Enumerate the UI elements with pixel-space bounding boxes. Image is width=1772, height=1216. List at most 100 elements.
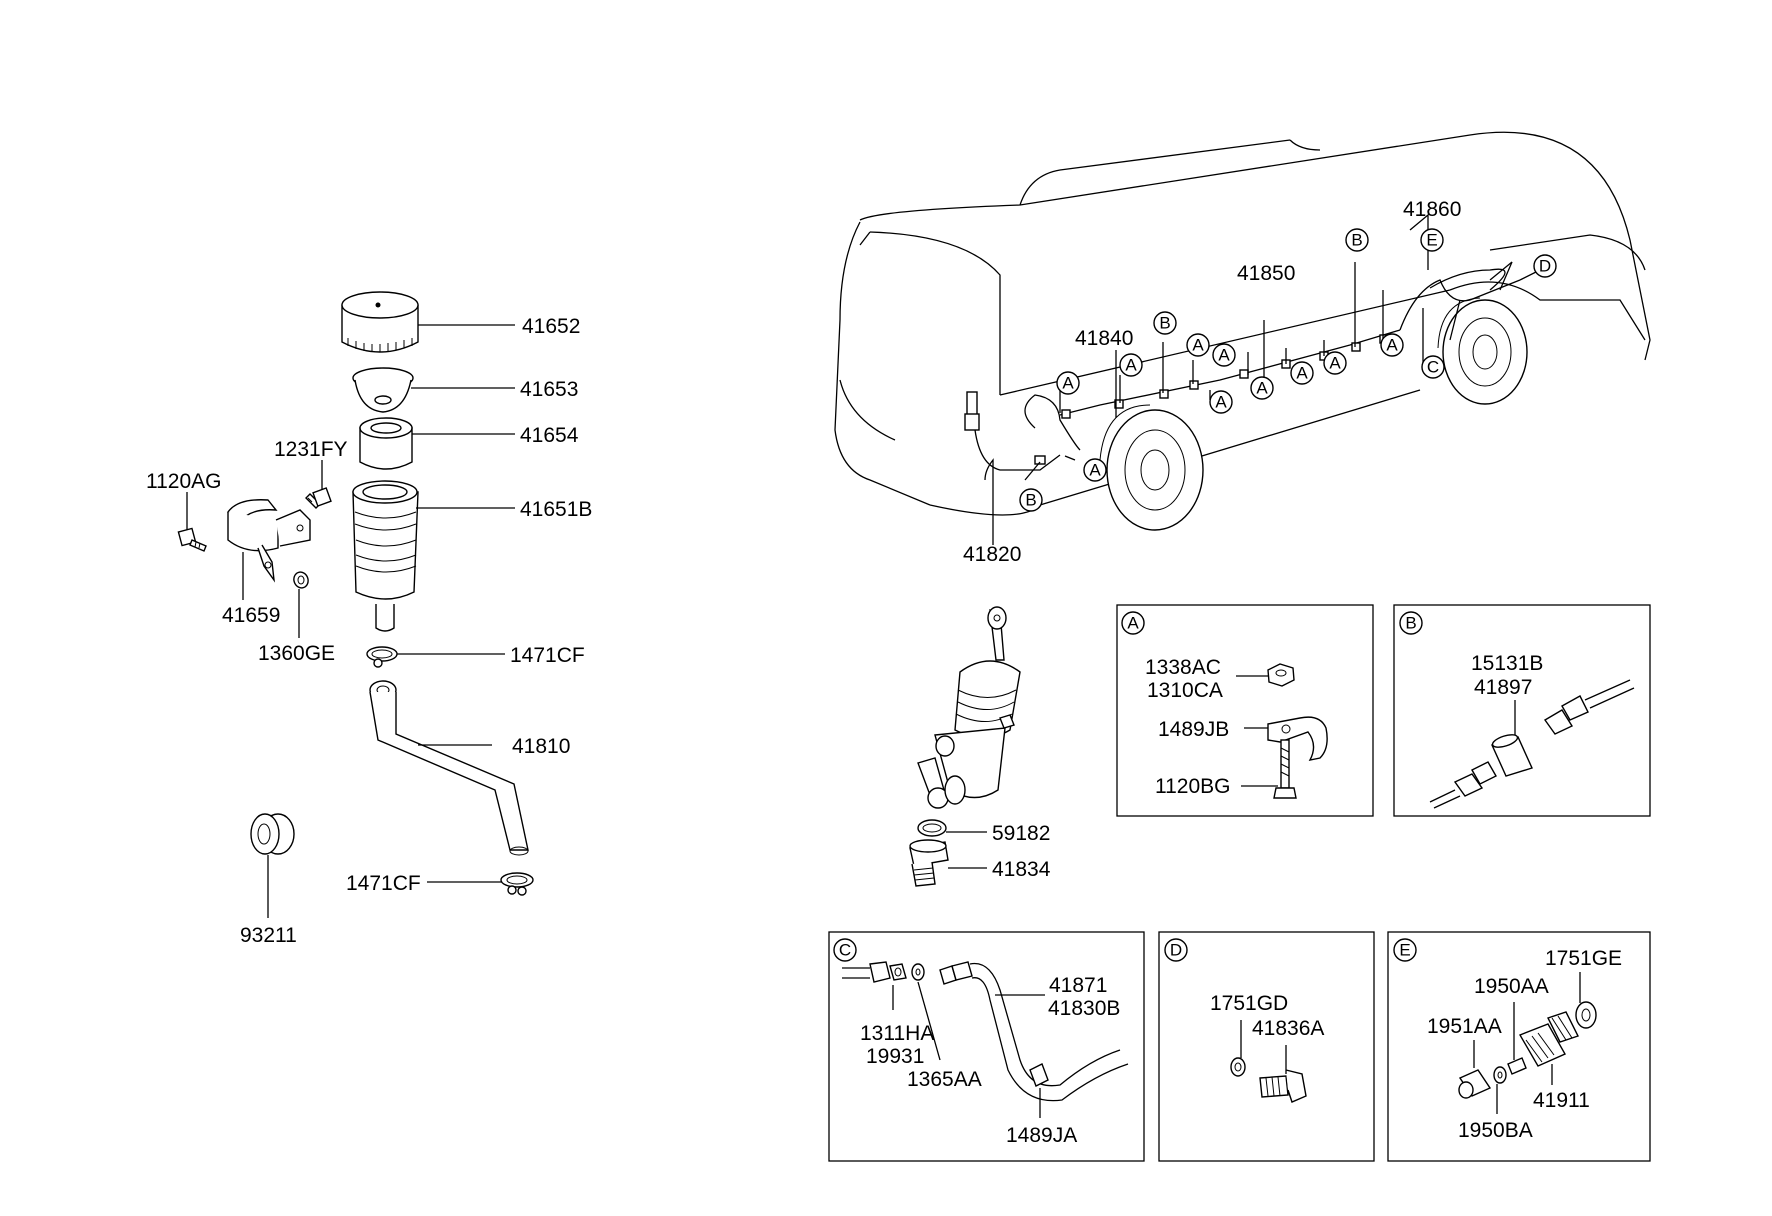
svg-text:D: D xyxy=(1170,941,1182,960)
label-41820: 41820 xyxy=(963,543,1021,566)
flare-nut-right xyxy=(1543,679,1635,735)
svg-text:A: A xyxy=(1218,346,1230,365)
svg-text:A: A xyxy=(1329,354,1341,373)
seat-1950aa xyxy=(1507,1057,1527,1075)
vehicle-front-wheel xyxy=(1437,297,1528,405)
hose-clamp-bottom xyxy=(500,872,534,896)
label-41652: 41652 xyxy=(522,315,580,338)
vehicle-outline xyxy=(834,131,1651,516)
label-41871: 41871 xyxy=(1049,974,1107,997)
callout-a-5: A xyxy=(1250,376,1274,400)
svg-text:E: E xyxy=(1399,941,1410,960)
detail-b-box xyxy=(1393,604,1651,817)
svg-text:A: A xyxy=(1089,461,1101,480)
detail-b-tag: B xyxy=(1399,611,1423,635)
bolt-1120ag xyxy=(177,527,207,552)
grommet-93211 xyxy=(250,813,295,855)
svg-text:C: C xyxy=(1427,358,1439,377)
reservoir-body xyxy=(352,480,419,632)
label-1231fy: 1231FY xyxy=(274,438,348,461)
callout-b-3: B xyxy=(1345,228,1369,252)
svg-text:A: A xyxy=(1296,364,1308,383)
callout-a-8: A xyxy=(1380,333,1404,357)
callout-c: C xyxy=(1421,355,1445,379)
nut-1311ha xyxy=(889,963,907,981)
detail-c-tag: C xyxy=(833,938,857,962)
reservoir-cap xyxy=(341,291,419,353)
svg-text:B: B xyxy=(1025,491,1036,510)
reservoir-hose xyxy=(369,680,529,856)
label-41911: 41911 xyxy=(1533,1089,1590,1112)
washer-1360ge xyxy=(293,571,309,589)
detail-c-box xyxy=(828,931,1145,1162)
leader-1365aa xyxy=(917,981,941,1061)
label-1489ja: 1489JA xyxy=(1006,1124,1077,1147)
reservoir-diaphragm xyxy=(352,367,414,413)
callout-a-1: A xyxy=(1056,371,1080,395)
svg-text:B: B xyxy=(1405,614,1416,633)
pipe-end-c xyxy=(842,961,891,983)
label-41860: 41860 xyxy=(1403,198,1461,221)
label-41651b: 41651B xyxy=(520,498,592,521)
tube-nut-1951aa xyxy=(1458,1069,1492,1099)
callout-b-1: B xyxy=(1019,488,1043,512)
washer-1365aa xyxy=(911,963,925,981)
callout-b-2: B xyxy=(1153,311,1177,335)
svg-text:D: D xyxy=(1539,257,1551,276)
label-41834: 41834 xyxy=(992,858,1051,881)
label-1950aa: 1950AA xyxy=(1474,975,1549,998)
svg-text:A: A xyxy=(1125,356,1137,375)
svg-text:A: A xyxy=(1215,393,1227,412)
washer-1751ge xyxy=(1575,1001,1597,1029)
callout-a-6: A xyxy=(1290,361,1314,385)
callout-e: E xyxy=(1420,228,1444,252)
svg-text:A: A xyxy=(1192,336,1204,355)
label-41654: 41654 xyxy=(520,424,579,447)
label-15131b: 15131B xyxy=(1471,652,1543,675)
svg-text:E: E xyxy=(1426,231,1437,250)
bracket-bolt-1231fy xyxy=(305,487,332,509)
label-41897: 41897 xyxy=(1474,676,1532,699)
nut-1338ac xyxy=(1267,663,1295,687)
callout-a-3: A xyxy=(1186,333,1210,357)
seal-ring-59182 xyxy=(917,819,947,837)
callout-a-10: A xyxy=(1212,343,1236,367)
label-41836a: 41836A xyxy=(1252,1017,1324,1040)
flare-nut-left xyxy=(1429,761,1497,809)
detail-d-tag: D xyxy=(1164,938,1188,962)
slave-cylinder xyxy=(917,606,1021,809)
detail-e-box xyxy=(1387,931,1651,1162)
label-1489jb: 1489JB xyxy=(1158,718,1229,741)
svg-text:A: A xyxy=(1062,374,1074,393)
callout-a-7: A xyxy=(1323,351,1347,375)
reservoir-seal xyxy=(359,417,413,470)
callout-a-9: A xyxy=(1083,458,1107,482)
washer-1751gd xyxy=(1230,1057,1246,1077)
label-41659: 41659 xyxy=(222,604,280,627)
svg-text:A: A xyxy=(1127,614,1139,633)
detail-e-tag: E xyxy=(1393,938,1417,962)
fitting-41834 xyxy=(909,839,949,887)
label-41830b: 41830B xyxy=(1048,997,1120,1020)
label-1471cf-bottom: 1471CF xyxy=(346,872,421,895)
callout-a-2: A xyxy=(1119,353,1143,377)
hose-41871 xyxy=(939,961,1129,1102)
label-1365aa: 1365AA xyxy=(907,1068,982,1091)
label-1471cf-top: 1471CF xyxy=(510,644,585,667)
label-1751gd: 1751GD xyxy=(1210,992,1288,1015)
reservoir-bracket xyxy=(227,499,311,583)
clip-1489jb xyxy=(1267,716,1328,761)
label-41653: 41653 xyxy=(520,378,578,401)
label-41850: 41850 xyxy=(1237,262,1295,285)
label-1311ha: 1311HA xyxy=(860,1022,934,1045)
label-1950ba: 1950BA xyxy=(1458,1119,1533,1142)
svg-text:B: B xyxy=(1351,231,1362,250)
label-1120ag: 1120AG xyxy=(146,470,222,493)
detail-d-box xyxy=(1158,931,1375,1162)
sleeve-1950ba xyxy=(1493,1066,1507,1084)
union-15131b xyxy=(1491,734,1533,777)
callout-d: D xyxy=(1533,254,1557,278)
banjo-bolt-41836a xyxy=(1259,1069,1307,1103)
